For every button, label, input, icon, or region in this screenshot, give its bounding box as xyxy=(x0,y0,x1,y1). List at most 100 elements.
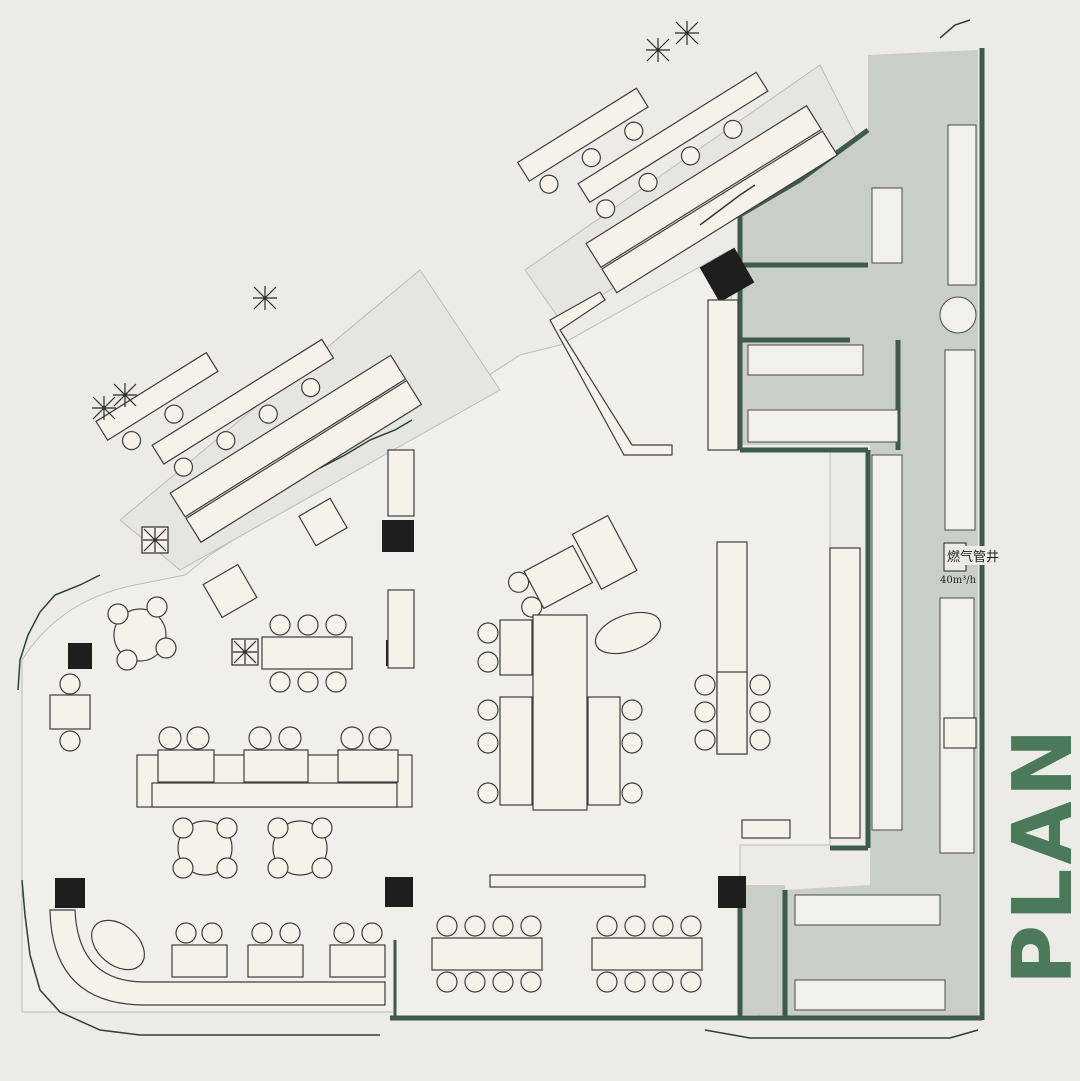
chair xyxy=(680,146,701,166)
chair xyxy=(694,729,716,751)
round-table xyxy=(113,608,167,662)
kitchen-counter xyxy=(947,124,977,286)
table-row xyxy=(516,87,649,182)
chair xyxy=(172,857,194,879)
chair xyxy=(172,817,194,839)
chair xyxy=(164,404,184,424)
table xyxy=(157,749,215,783)
chair xyxy=(520,915,542,937)
kitchen-lower-floor xyxy=(740,885,785,1015)
chair xyxy=(492,915,514,937)
chair xyxy=(477,699,499,721)
chair xyxy=(155,637,177,659)
chair xyxy=(477,782,499,804)
chair xyxy=(59,673,81,695)
chair xyxy=(596,971,618,993)
booth-bench xyxy=(571,514,638,590)
bench xyxy=(601,130,839,294)
chair xyxy=(340,726,364,750)
column xyxy=(718,876,746,908)
sink xyxy=(943,717,977,749)
column xyxy=(699,247,755,303)
kitchen-counter xyxy=(871,187,903,264)
chair xyxy=(638,172,658,192)
table xyxy=(337,749,399,783)
host-stand xyxy=(387,589,415,669)
chair xyxy=(297,671,319,693)
chair xyxy=(464,915,486,937)
chair xyxy=(186,726,210,750)
bench xyxy=(169,354,407,518)
chair xyxy=(175,922,197,944)
chair xyxy=(279,922,301,944)
chair xyxy=(59,730,81,752)
furniture xyxy=(49,291,861,1006)
chair xyxy=(146,596,168,618)
host-stand xyxy=(387,449,415,517)
central-booth xyxy=(507,514,638,618)
walls xyxy=(390,48,985,1021)
service-counter xyxy=(829,547,861,839)
chair xyxy=(278,726,302,750)
chair xyxy=(251,922,273,944)
chair xyxy=(201,922,223,944)
folding-door-southwest xyxy=(21,879,380,1036)
chair xyxy=(477,732,499,754)
long-table xyxy=(261,636,353,670)
chair xyxy=(477,651,499,673)
chair xyxy=(216,857,238,879)
terrace-lower-seating xyxy=(95,338,423,544)
table xyxy=(298,497,348,547)
kitchen-counter xyxy=(871,454,903,831)
chair xyxy=(436,915,458,937)
curved-banquette xyxy=(49,909,386,1006)
chair xyxy=(694,674,716,696)
terrace-upper-seating xyxy=(516,71,839,294)
chair xyxy=(361,922,383,944)
round-table xyxy=(272,820,328,876)
bench xyxy=(585,104,823,269)
planter xyxy=(675,21,699,45)
chair xyxy=(216,430,236,451)
chair xyxy=(596,199,616,219)
chair xyxy=(596,915,618,937)
oval-table xyxy=(91,919,145,971)
long-table xyxy=(591,937,703,971)
chair xyxy=(325,671,347,693)
chair xyxy=(301,378,321,398)
chair xyxy=(520,971,542,993)
planter xyxy=(113,383,137,407)
kitchen-equipment xyxy=(747,124,977,1011)
pass-counter xyxy=(741,819,791,839)
chair xyxy=(652,971,674,993)
angled-counter xyxy=(549,291,673,456)
chair xyxy=(749,701,771,723)
oval-table xyxy=(594,611,662,655)
table-row xyxy=(95,351,219,441)
chair xyxy=(173,457,194,477)
chair xyxy=(325,614,347,636)
sideboard xyxy=(489,874,646,888)
facade-doors xyxy=(17,19,979,1039)
kitchen-counter xyxy=(794,894,941,926)
folding-door-northeast xyxy=(939,19,971,39)
chair xyxy=(624,971,646,993)
chair xyxy=(269,614,291,636)
column xyxy=(68,643,92,669)
column xyxy=(385,877,413,907)
table xyxy=(243,749,309,783)
chair xyxy=(624,915,646,937)
column xyxy=(382,520,414,552)
round-table xyxy=(177,820,233,876)
chair xyxy=(680,971,702,993)
chair xyxy=(749,674,771,696)
chair xyxy=(267,857,289,879)
chair xyxy=(749,729,771,751)
bench xyxy=(185,379,423,544)
long-bench xyxy=(532,614,588,811)
planters xyxy=(92,21,699,666)
table xyxy=(716,671,748,755)
planter xyxy=(141,526,169,554)
